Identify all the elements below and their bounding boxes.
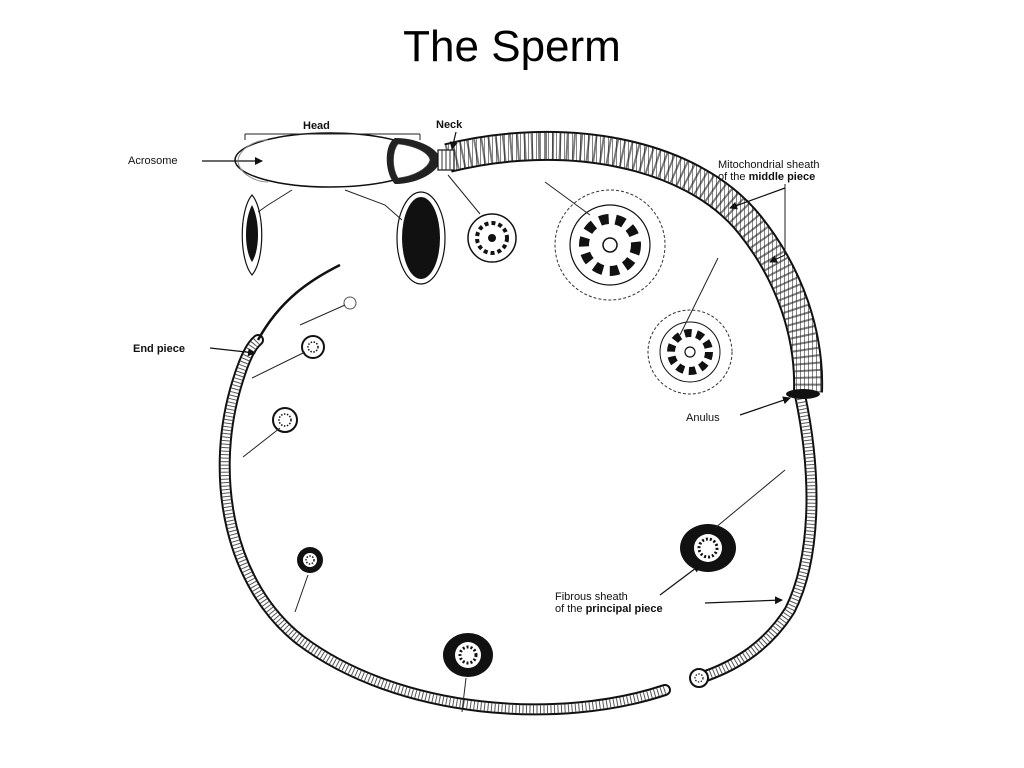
middle-piece-section-1	[554, 189, 666, 301]
tail-lower-loop	[218, 334, 671, 716]
svg-text:Mitochondrial sheath: Mitochondrial sheath	[718, 159, 820, 171]
label-end-piece: End piece	[133, 343, 256, 357]
middle-piece-section-2	[647, 309, 733, 395]
principal-piece-section-left	[297, 547, 323, 573]
principal-piece-section-right	[680, 524, 736, 572]
label-neck: Neck	[436, 119, 463, 150]
label-mitochondrial-sheath: Mitochondrial sheath of the middle piece	[718, 159, 820, 263]
tail-terminal-section	[689, 668, 709, 688]
neck-cross-section	[467, 213, 517, 263]
label-acrosome: Acrosome	[128, 155, 263, 167]
svg-text:of the principal piece: of the principal piece	[555, 603, 663, 615]
svg-text:of the middle piece: of the middle piece	[718, 171, 815, 183]
tail-section-small-1	[272, 407, 298, 433]
svg-text:Fibrous sheath: Fibrous sheath	[555, 591, 628, 603]
anulus-ring	[786, 389, 820, 399]
label-anulus: Anulus	[686, 396, 791, 424]
principal-piece-section-bottom	[443, 633, 493, 677]
svg-text:Head: Head	[303, 120, 330, 132]
tail-end-piece	[256, 263, 341, 341]
slide-title: The Sperm	[403, 22, 621, 71]
head-section-side	[241, 194, 263, 276]
tail-section-small-2	[301, 335, 325, 359]
sperm-neck	[437, 149, 455, 171]
svg-text:Acrosome: Acrosome	[128, 155, 178, 167]
tail-principal-piece	[694, 389, 818, 684]
head-section-front	[396, 191, 446, 285]
sperm-head	[234, 132, 440, 188]
label-head: Head	[244, 120, 421, 140]
leader-lines	[242, 174, 786, 713]
svg-text:Anulus: Anulus	[686, 412, 720, 424]
end-piece-section	[343, 296, 357, 310]
svg-text:Neck: Neck	[436, 119, 463, 131]
svg-text:End piece: End piece	[133, 343, 185, 355]
label-fibrous-sheath: Fibrous sheath of the principal piece	[555, 564, 783, 615]
